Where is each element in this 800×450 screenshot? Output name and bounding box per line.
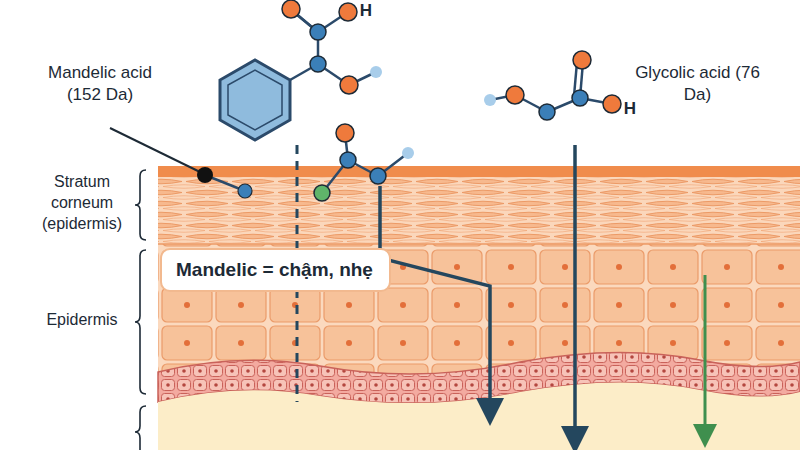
callout-box: Mandelic = chậm, nhẹ: [160, 248, 391, 292]
layer-label: Stratum corneum (epidermis): [30, 172, 134, 234]
molecule-label: Glycolic acid (76 Da): [625, 62, 770, 106]
layer-label: Epidermis: [30, 310, 134, 331]
molecule-label: Mandelic acid (152 Da): [30, 62, 170, 106]
atom-label: H: [622, 98, 638, 120]
callout-text: Mandelic = chậm, nhẹ: [176, 259, 373, 281]
atom-label: H: [358, 0, 374, 22]
